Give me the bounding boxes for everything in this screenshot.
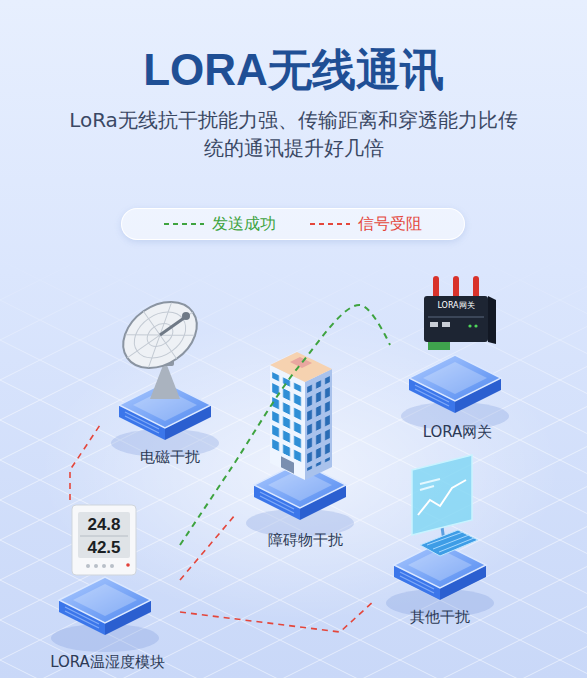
sensor-button	[110, 564, 114, 568]
building-door	[281, 456, 294, 473]
node-label: 电磁干扰	[100, 447, 240, 467]
swatch-line	[310, 223, 350, 225]
device-node: 其他干扰	[375, 455, 505, 627]
device-led	[474, 324, 477, 327]
building-side	[305, 369, 332, 480]
device-body	[424, 296, 488, 342]
gateway-device	[424, 276, 496, 350]
terminal-block	[428, 342, 450, 350]
building-windows	[307, 376, 330, 471]
monitor-screen	[412, 455, 472, 535]
sensor-button	[94, 564, 98, 568]
device-marking: LORA网关	[437, 302, 474, 310]
legend-item: 信号受阻	[310, 214, 422, 234]
keyboard-keys	[427, 532, 474, 552]
node-label: 其他干扰	[375, 607, 505, 627]
dish-feed-head	[182, 312, 190, 320]
device-node: 障碍物干扰	[235, 315, 375, 550]
device-stripe	[428, 316, 484, 318]
device-led	[468, 324, 471, 327]
signal-blocked-line	[70, 425, 100, 500]
node-label-group: 电磁干扰	[100, 447, 240, 467]
sensor-button	[86, 564, 90, 568]
building	[270, 352, 332, 480]
temperature-reading: 24.8	[87, 516, 120, 533]
sensor-body	[72, 505, 136, 575]
legend-item: 发送成功	[164, 214, 276, 234]
device-node: 电磁干扰	[100, 300, 240, 467]
device-port	[430, 322, 438, 327]
legend-text: 发送成功	[212, 214, 276, 234]
floor-glow	[40, 320, 560, 620]
device-port	[442, 322, 450, 327]
dish-bowl	[111, 288, 210, 381]
screen-chart	[418, 480, 466, 515]
display-divider	[80, 536, 128, 537]
sensor-led	[126, 563, 130, 567]
building-front	[270, 365, 305, 480]
screen-bars	[420, 479, 440, 490]
node-label: 障碍物干扰	[235, 530, 375, 550]
monitor	[412, 455, 478, 556]
legend-swatch	[164, 221, 204, 227]
node-label: LORA网关	[390, 422, 525, 442]
signal-success-line	[180, 305, 390, 545]
roof-box	[290, 357, 312, 368]
page-caption: LoRa无线抗干扰能力强、传输距离和穿透能力比传 统的通讯提升好几倍	[50, 106, 537, 162]
node-label-group: LORA温湿度模块	[35, 652, 180, 672]
device-side	[488, 296, 496, 344]
sensor-device	[72, 505, 136, 575]
building-roof	[270, 352, 332, 382]
signal-blocked-line	[180, 600, 375, 632]
building-windows	[272, 372, 303, 463]
page-title: LORA无线通讯	[0, 42, 587, 98]
legend-swatch	[310, 221, 350, 227]
node-label-group: 其他干扰	[375, 607, 505, 627]
signal-blocked-line	[180, 515, 235, 580]
legend-box: 发送成功 信号受阻	[121, 208, 465, 240]
node-label-group: 障碍物干扰	[235, 530, 375, 550]
swatch-line	[164, 223, 204, 225]
sensor-button	[102, 564, 106, 568]
satellite-dish	[111, 288, 210, 399]
dish-ribs	[111, 288, 210, 381]
dish-feed	[160, 318, 184, 335]
platform	[401, 355, 509, 430]
node-label: LORA温湿度模块	[35, 652, 180, 672]
platform	[51, 577, 159, 652]
floor-grid	[0, 250, 587, 678]
humidity-reading: 42.5	[87, 539, 120, 556]
node-label-group: LORA网关	[390, 422, 525, 442]
keyboard	[420, 530, 478, 556]
sensor-display	[78, 512, 130, 558]
legend-text: 信号受阻	[358, 214, 422, 234]
